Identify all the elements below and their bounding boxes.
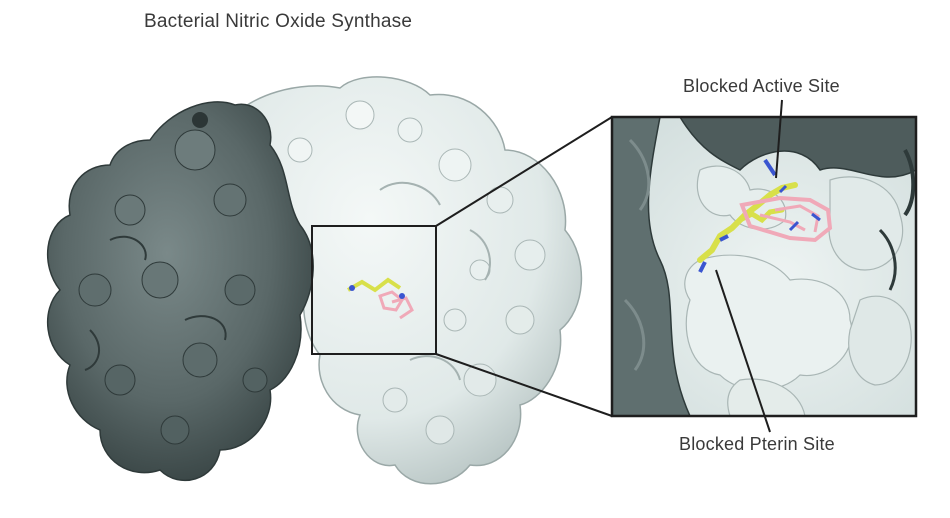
inset-panel (610, 115, 918, 418)
zoom-line-bottom (435, 353, 613, 417)
active-site-label: Blocked Active Site (683, 76, 840, 96)
light-subunit (228, 76, 583, 485)
zoom-selection-box (311, 225, 437, 355)
figure-title: Bacterial Nitric Oxide Synthase (144, 11, 413, 32)
active-site-pointer (775, 99, 783, 179)
zoom-line-top (435, 116, 613, 227)
ligand-zoomed (697, 158, 833, 273)
dark-subunit (46, 101, 314, 481)
pterin-site-label: Blocked Pterin Site (679, 434, 835, 454)
pterin-site-pointer (715, 269, 771, 433)
ligand-small (347, 277, 414, 320)
